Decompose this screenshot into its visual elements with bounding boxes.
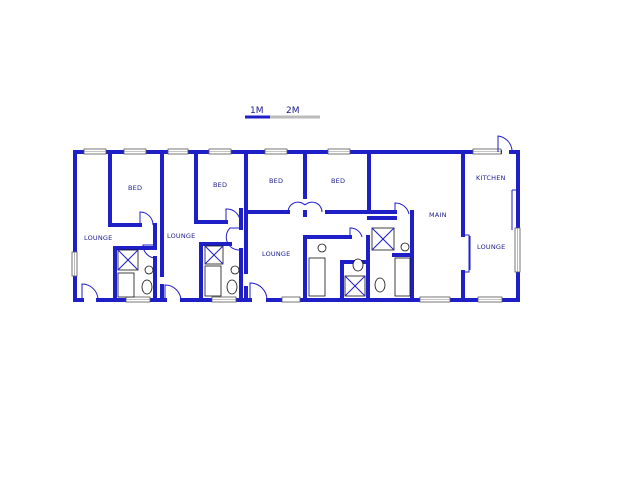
door-swing bbox=[249, 282, 268, 301]
room-label-bed: BED bbox=[128, 184, 142, 192]
window bbox=[281, 296, 301, 303]
fixtures bbox=[117, 227, 411, 298]
room-label-lounge: LOUNGE bbox=[167, 232, 195, 240]
toilet-icon bbox=[141, 279, 153, 295]
room-label-lounge: LOUNGE bbox=[84, 234, 112, 242]
room-label-kitchen: KITCHEN bbox=[476, 174, 506, 182]
toilet-icon bbox=[352, 258, 364, 272]
room-label-bed: BED bbox=[213, 181, 227, 189]
door-swing bbox=[497, 135, 513, 152]
basin-icon bbox=[400, 242, 410, 252]
windows bbox=[71, 148, 521, 303]
scale-label-1m: 1M bbox=[250, 106, 264, 116]
basin-icon bbox=[230, 265, 240, 275]
room-label-lounge: LOUNGE bbox=[262, 250, 290, 258]
scale-bar: 1M 2M bbox=[245, 106, 320, 119]
door-swing bbox=[142, 244, 156, 259]
interior-walls bbox=[108, 150, 465, 302]
door-swing bbox=[287, 201, 306, 213]
door-swing bbox=[139, 211, 154, 226]
room-label-bed: BED bbox=[269, 177, 283, 185]
room-labels: BED BED BED BED LOUNGE LOUNGE LOUNGE LOU… bbox=[84, 174, 506, 258]
door-swing bbox=[225, 208, 241, 223]
room-label-bed: BED bbox=[331, 177, 345, 185]
doors bbox=[81, 135, 518, 301]
door-swing bbox=[225, 227, 242, 251]
door-swing bbox=[349, 227, 363, 238]
toilet-icon bbox=[374, 277, 386, 293]
basin-icon bbox=[144, 265, 154, 275]
toilet-icon bbox=[226, 279, 238, 295]
bath-icon bbox=[394, 257, 411, 297]
door-swing bbox=[81, 283, 99, 301]
door-swing bbox=[304, 201, 323, 213]
door-swing bbox=[164, 284, 182, 301]
basin-icon bbox=[317, 243, 327, 253]
room-label-lounge: LOUNGE bbox=[477, 243, 505, 251]
bath-icon bbox=[308, 257, 326, 297]
bath-icon bbox=[117, 272, 135, 298]
room-label-main: MAIN bbox=[429, 211, 447, 219]
door-swing bbox=[394, 202, 410, 215]
bath-icon bbox=[204, 265, 222, 297]
door-opening bbox=[463, 234, 470, 273]
scale-label-2m: 2M bbox=[286, 106, 300, 116]
